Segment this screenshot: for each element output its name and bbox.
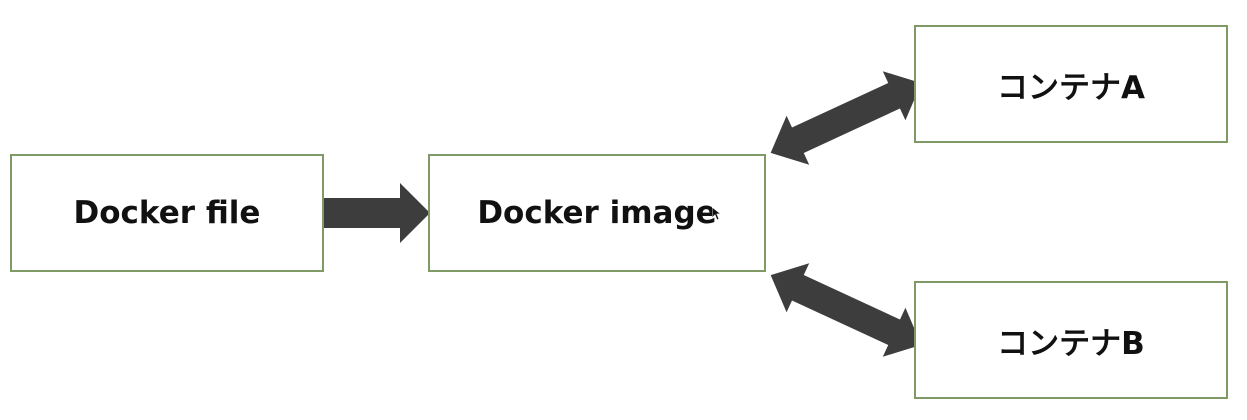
node-container-a: コンテナA (914, 25, 1228, 143)
node-container-a-label: コンテナA (997, 69, 1145, 106)
node-container-b: コンテナB (914, 281, 1228, 399)
arrow-image-container-b (770, 263, 922, 357)
mouse-pointer-icon (712, 207, 722, 221)
arrow-image-container-a (770, 71, 922, 165)
node-docker-file: Docker file (10, 154, 324, 272)
arrow-dockerfile-to-image (324, 183, 430, 243)
node-container-b-label: コンテナB (997, 325, 1145, 362)
node-docker-image-label: Docker image (477, 195, 717, 231)
node-docker-file-label: Docker file (73, 195, 261, 231)
node-docker-image: Docker image (428, 154, 766, 272)
